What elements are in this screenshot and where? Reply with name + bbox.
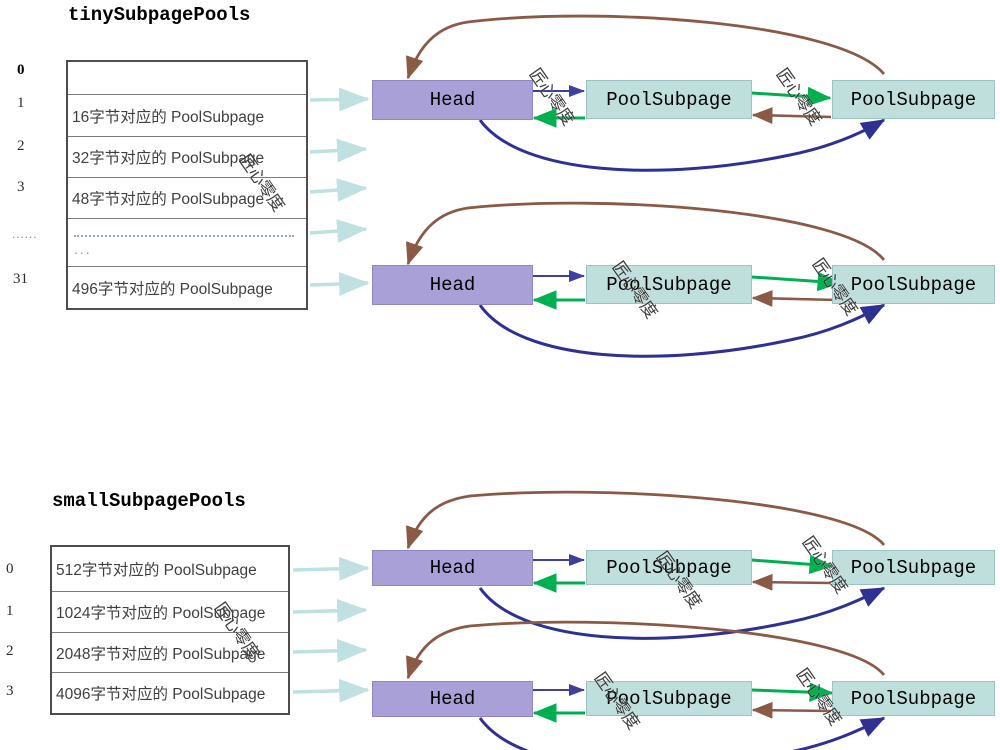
tiny-chain-2-subpage-1[interactable]: PoolSubpage: [586, 265, 752, 304]
small-chain-1-head[interactable]: Head: [372, 550, 533, 586]
small-chain-2-subpage-2[interactable]: PoolSubpage: [832, 681, 995, 716]
small-subpage-pools-table: 512字节对应的 PoolSubpage 1024字节对应的 PoolSubpa…: [50, 545, 290, 715]
small-chain-2-head[interactable]: Head: [372, 681, 533, 717]
tiny-chain-2-subpage-2[interactable]: PoolSubpage: [832, 265, 995, 304]
tiny-subpage-pools-table: 16字节对应的 PoolSubpage 32字节对应的 PoolSubpage …: [66, 60, 308, 310]
tiny-index-1: 1: [17, 95, 25, 111]
small-chain-1-subpage-1[interactable]: PoolSubpage: [586, 550, 752, 585]
tiny-chain-1-head[interactable]: Head: [372, 80, 533, 120]
row-label: 1024字节对应的 PoolSubpage: [56, 605, 266, 622]
row-label: 512字节对应的 PoolSubpage: [56, 562, 257, 579]
row-label: 4096字节对应的 PoolSubpage: [56, 686, 266, 703]
table-row-ellipsis: ...: [68, 219, 306, 267]
tiny-index-ellipsis: ......: [12, 226, 38, 241]
table-row[interactable]: 48字节对应的 PoolSubpage: [68, 178, 306, 219]
row-label: ...: [74, 241, 92, 257]
table-row[interactable]: 16字节对应的 PoolSubpage: [68, 95, 306, 137]
watermark: 匠心零度: [525, 64, 578, 129]
table-row[interactable]: [68, 62, 306, 95]
watermark: 匠心零度: [772, 64, 825, 129]
section-title-small: smallSubpagePools: [52, 490, 246, 512]
small-chain-1-subpage-2[interactable]: PoolSubpage: [832, 550, 995, 585]
tiny-index-31: 31: [13, 271, 28, 287]
small-index-1: 1: [6, 603, 14, 619]
row-label: 32字节对应的 PoolSubpage: [72, 150, 265, 167]
small-chain-2-subpage-1[interactable]: PoolSubpage: [586, 681, 752, 716]
index-arrows-small: [292, 556, 370, 703]
table-row[interactable]: 2048字节对应的 PoolSubpage: [52, 633, 288, 673]
section-title-tiny: tinySubpagePools: [68, 4, 251, 26]
small-index-3: 3: [6, 683, 14, 699]
dotted-divider: [74, 235, 294, 237]
tiny-index-2: 2: [17, 138, 25, 154]
tiny-chain-1-subpage-2[interactable]: PoolSubpage: [832, 80, 995, 119]
tiny-chain-2-head[interactable]: Head: [372, 265, 533, 305]
table-row[interactable]: 496字节对应的 PoolSubpage: [68, 267, 306, 308]
table-row[interactable]: 1024字节对应的 PoolSubpage: [52, 592, 288, 633]
row-label: 16字节对应的 PoolSubpage: [72, 108, 265, 126]
table-row[interactable]: 32字节对应的 PoolSubpage: [68, 137, 306, 178]
table-row[interactable]: 512字节对应的 PoolSubpage: [52, 547, 288, 592]
small-index-0: 0: [6, 561, 14, 577]
row-label: 48字节对应的 PoolSubpage: [72, 191, 265, 208]
small-index-2: 2: [6, 643, 14, 659]
tiny-chain-1-subpage-1[interactable]: PoolSubpage: [586, 80, 752, 119]
tiny-index-0: 0: [17, 62, 25, 78]
index-arrows-tiny: [309, 87, 370, 296]
tiny-index-3: 3: [17, 179, 25, 195]
table-row[interactable]: 4096字节对应的 PoolSubpage: [52, 673, 288, 713]
row-label: 496字节对应的 PoolSubpage: [72, 280, 273, 298]
row-label: 2048字节对应的 PoolSubpage: [56, 645, 266, 663]
